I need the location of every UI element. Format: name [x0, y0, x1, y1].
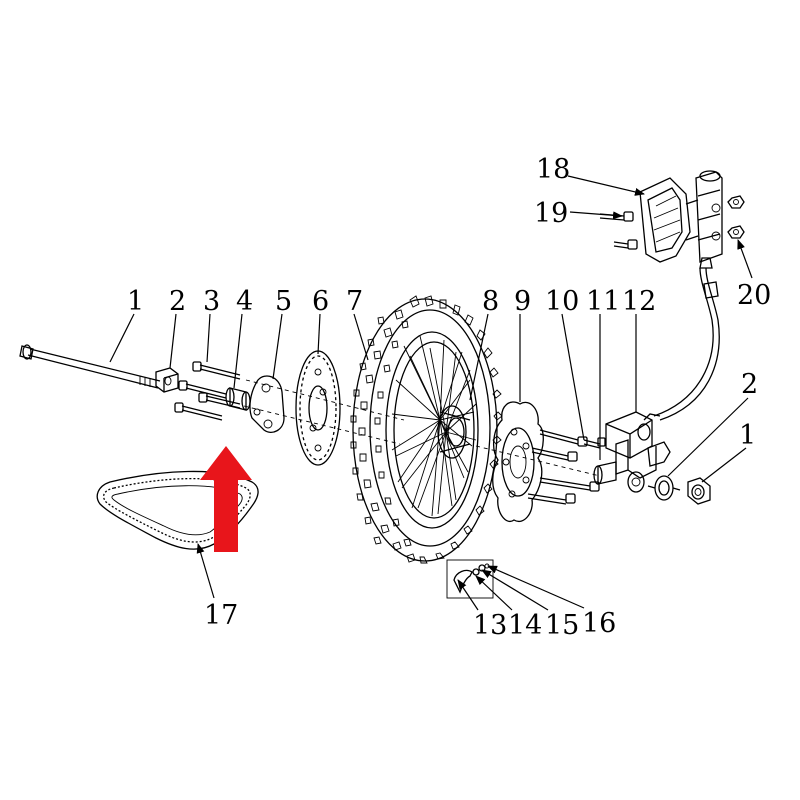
axle: [19, 344, 161, 389]
part-label: 15: [545, 610, 579, 641]
part-label: 18: [536, 154, 570, 185]
leader-lines: [109, 175, 753, 611]
disc-bolts: [527, 429, 606, 505]
part-label: 4: [236, 286, 253, 317]
master-cylinder: [639, 170, 723, 263]
part-label: 11: [586, 286, 620, 317]
part-label: 20: [737, 280, 771, 311]
master-cylinder-bolts: [599, 211, 638, 250]
rear-sprocket: [295, 350, 341, 466]
wheel-spokes: [391, 335, 477, 517]
master-cylinder-nuts: [727, 195, 745, 239]
part-label: 1: [739, 420, 756, 451]
brake-hose: [653, 257, 720, 421]
alignment-lines: [243, 379, 601, 477]
part-label: 2: [741, 369, 758, 400]
part-label: 12: [622, 286, 656, 317]
part-label: 14: [508, 610, 542, 641]
axle-spacer-right: [593, 461, 617, 485]
part-labels: 1 2 3 4 5 6 7 8 9 10 11 12 2 1 13 14 15 …: [127, 154, 771, 641]
part-label: 10: [545, 286, 579, 317]
axle-spacer-right-2: [647, 475, 681, 501]
brake-disc: [492, 401, 544, 523]
part-label: 13: [473, 610, 507, 641]
brake-caliper: [605, 411, 671, 493]
part-label: 2: [169, 286, 186, 317]
sprocket-carrier: [249, 375, 285, 433]
axle-nut: [687, 477, 711, 505]
part-label: 9: [514, 286, 531, 317]
red-up-arrow-icon: [200, 446, 252, 552]
part-label: 5: [275, 286, 292, 317]
part-label: 16: [582, 608, 616, 639]
part-label: 1: [127, 286, 144, 317]
valve-detail-box: [446, 559, 494, 599]
part-label: 17: [204, 600, 238, 631]
part-label: 3: [203, 286, 220, 317]
part-label: 7: [346, 286, 363, 317]
part-label: 19: [534, 198, 568, 229]
part-label: 8: [482, 286, 499, 317]
rear-wheel: [350, 295, 503, 564]
sprocket-bolts: [174, 361, 241, 421]
axle-spacer-left: [155, 367, 179, 393]
part-label: 6: [312, 286, 329, 317]
tire-tread: [350, 295, 503, 564]
